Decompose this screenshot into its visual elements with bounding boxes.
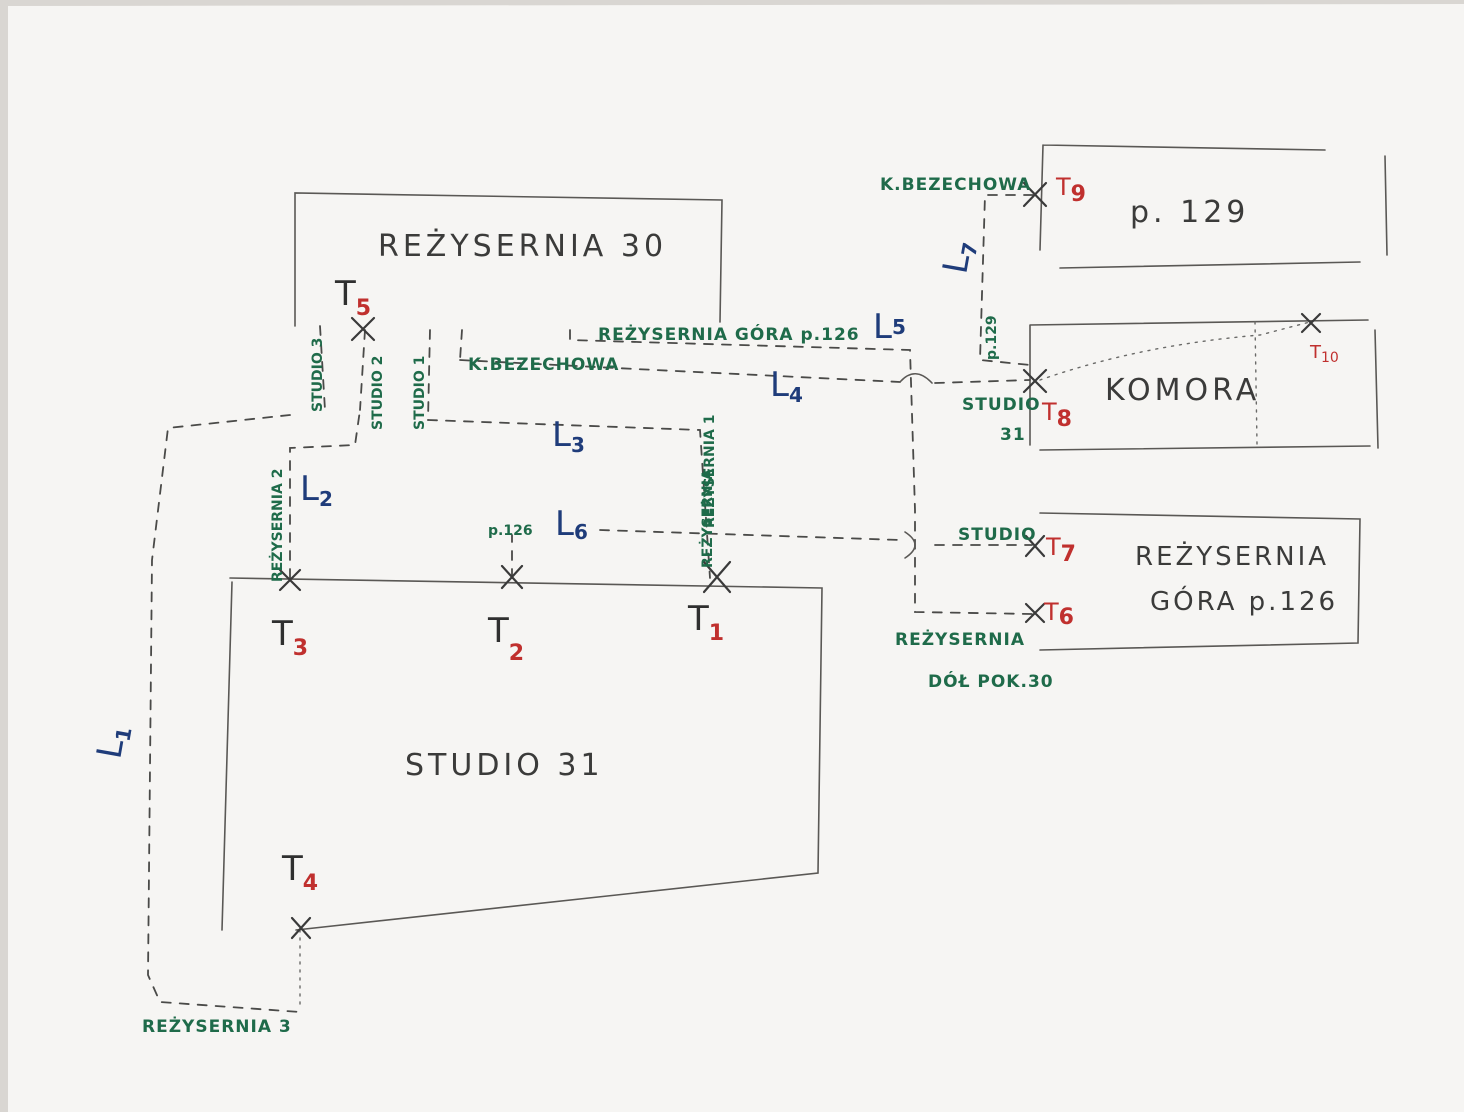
ann-studio-right: STUDIO bbox=[958, 525, 1037, 545]
label-l2: L2 bbox=[300, 469, 333, 511]
label-t6: T6 bbox=[1043, 598, 1074, 630]
cross-t1 bbox=[702, 560, 732, 594]
label-p129: p. 129 bbox=[1130, 195, 1249, 230]
route-L2 bbox=[289, 409, 361, 579]
label-rezyserka-gora-1: REŻYSERNIA bbox=[1135, 540, 1329, 572]
ann-rezyserka3: REŻYSERNIA 3 bbox=[142, 1015, 292, 1037]
cross-t5 bbox=[350, 316, 376, 342]
cross-t2 bbox=[500, 564, 524, 590]
ann-p126: p.126 bbox=[488, 523, 533, 539]
cross-t8 bbox=[1022, 368, 1048, 394]
ann-rezyserka1-a: REŻYSERNIA 1 bbox=[701, 415, 718, 528]
cross-t4 bbox=[290, 916, 312, 940]
route-L5 bbox=[569, 329, 1033, 615]
label-l6: L6 bbox=[555, 504, 588, 544]
marker-crosses bbox=[278, 181, 1322, 940]
room-rezyserka-gora bbox=[1039, 512, 1361, 651]
cross-t6 bbox=[1024, 602, 1046, 624]
room-p129 bbox=[1039, 144, 1388, 269]
cross-t10 bbox=[1300, 312, 1322, 334]
ann-rezyserka2: REŻYSERNIA 2 bbox=[269, 469, 286, 582]
route-to-t10 bbox=[1039, 321, 1311, 381]
label-t2: T2 bbox=[487, 611, 524, 666]
ann-studio2: STUDIO 2 bbox=[370, 356, 386, 430]
ann-studio1: STUDIO 1 bbox=[412, 356, 428, 430]
ann-p129: p.129 bbox=[984, 315, 1000, 360]
label-komora: KOMORA bbox=[1105, 373, 1260, 408]
label-t10: T10 bbox=[1309, 342, 1339, 366]
label-t8: T8 bbox=[1041, 398, 1072, 432]
label-t5: T5 bbox=[334, 274, 371, 321]
label-t7: T7 bbox=[1045, 533, 1076, 567]
label-t3: T3 bbox=[271, 614, 308, 661]
route-L4 bbox=[459, 359, 1031, 384]
label-rezyserka-gora-2: GÓRA p.126 bbox=[1150, 585, 1338, 617]
green-annotations: STUDIO 3 STUDIO 2 STUDIO 1 REŻYSERNIA GÓ… bbox=[142, 175, 1054, 1037]
cross-t9 bbox=[1022, 181, 1048, 208]
route-L3 bbox=[427, 419, 711, 579]
room-komora bbox=[1029, 319, 1379, 451]
ann-studio31-2: 31 bbox=[1000, 425, 1026, 445]
route-L6 bbox=[511, 529, 1033, 579]
room-studio-31 bbox=[221, 577, 823, 931]
ann-rez-gora-126: REŻYSERNIA GÓRA p.126 bbox=[598, 323, 860, 345]
ann-kbezechowa-center: K.BEZECHOWA bbox=[468, 355, 619, 375]
label-studio-31: STUDIO 31 bbox=[405, 748, 604, 783]
label-l5: L5 bbox=[873, 307, 906, 347]
ann-rezyserka-dol-1: REŻYSERNIA bbox=[895, 628, 1025, 650]
cross-t7 bbox=[1024, 534, 1046, 558]
label-t9: T9 bbox=[1055, 173, 1086, 207]
route-L7 bbox=[979, 194, 1034, 366]
cross-t3 bbox=[278, 568, 302, 592]
jumper-l4 bbox=[899, 372, 933, 384]
label-l3: L3 bbox=[552, 415, 585, 457]
ann-rezyserka-dol-2: DÓŁ POK.30 bbox=[928, 670, 1054, 692]
ann-kbezechowa-top: K.BEZECHOWA bbox=[880, 175, 1031, 195]
label-rezyserka-30: REŻYSERNIA 30 bbox=[378, 228, 667, 264]
ann-studio3: STUDIO 3 bbox=[310, 338, 326, 412]
ann-studio31-1: STUDIO bbox=[962, 395, 1041, 415]
jumper-l6 bbox=[904, 531, 916, 559]
t-labels: T1 T2 T3 T4 T5 T6 T7 T8 T9 T10 bbox=[271, 173, 1339, 896]
label-l4: L4 bbox=[770, 365, 803, 407]
label-t4: T4 bbox=[281, 849, 318, 896]
ann-rezyserka1-b: REŻYSERNIA bbox=[699, 469, 716, 568]
label-t1: T1 bbox=[687, 599, 724, 646]
route-L1 bbox=[147, 414, 301, 1013]
route-upper-studio bbox=[319, 325, 463, 421]
paper bbox=[8, 4, 1464, 1112]
room-reżyserka-30 bbox=[294, 192, 723, 327]
